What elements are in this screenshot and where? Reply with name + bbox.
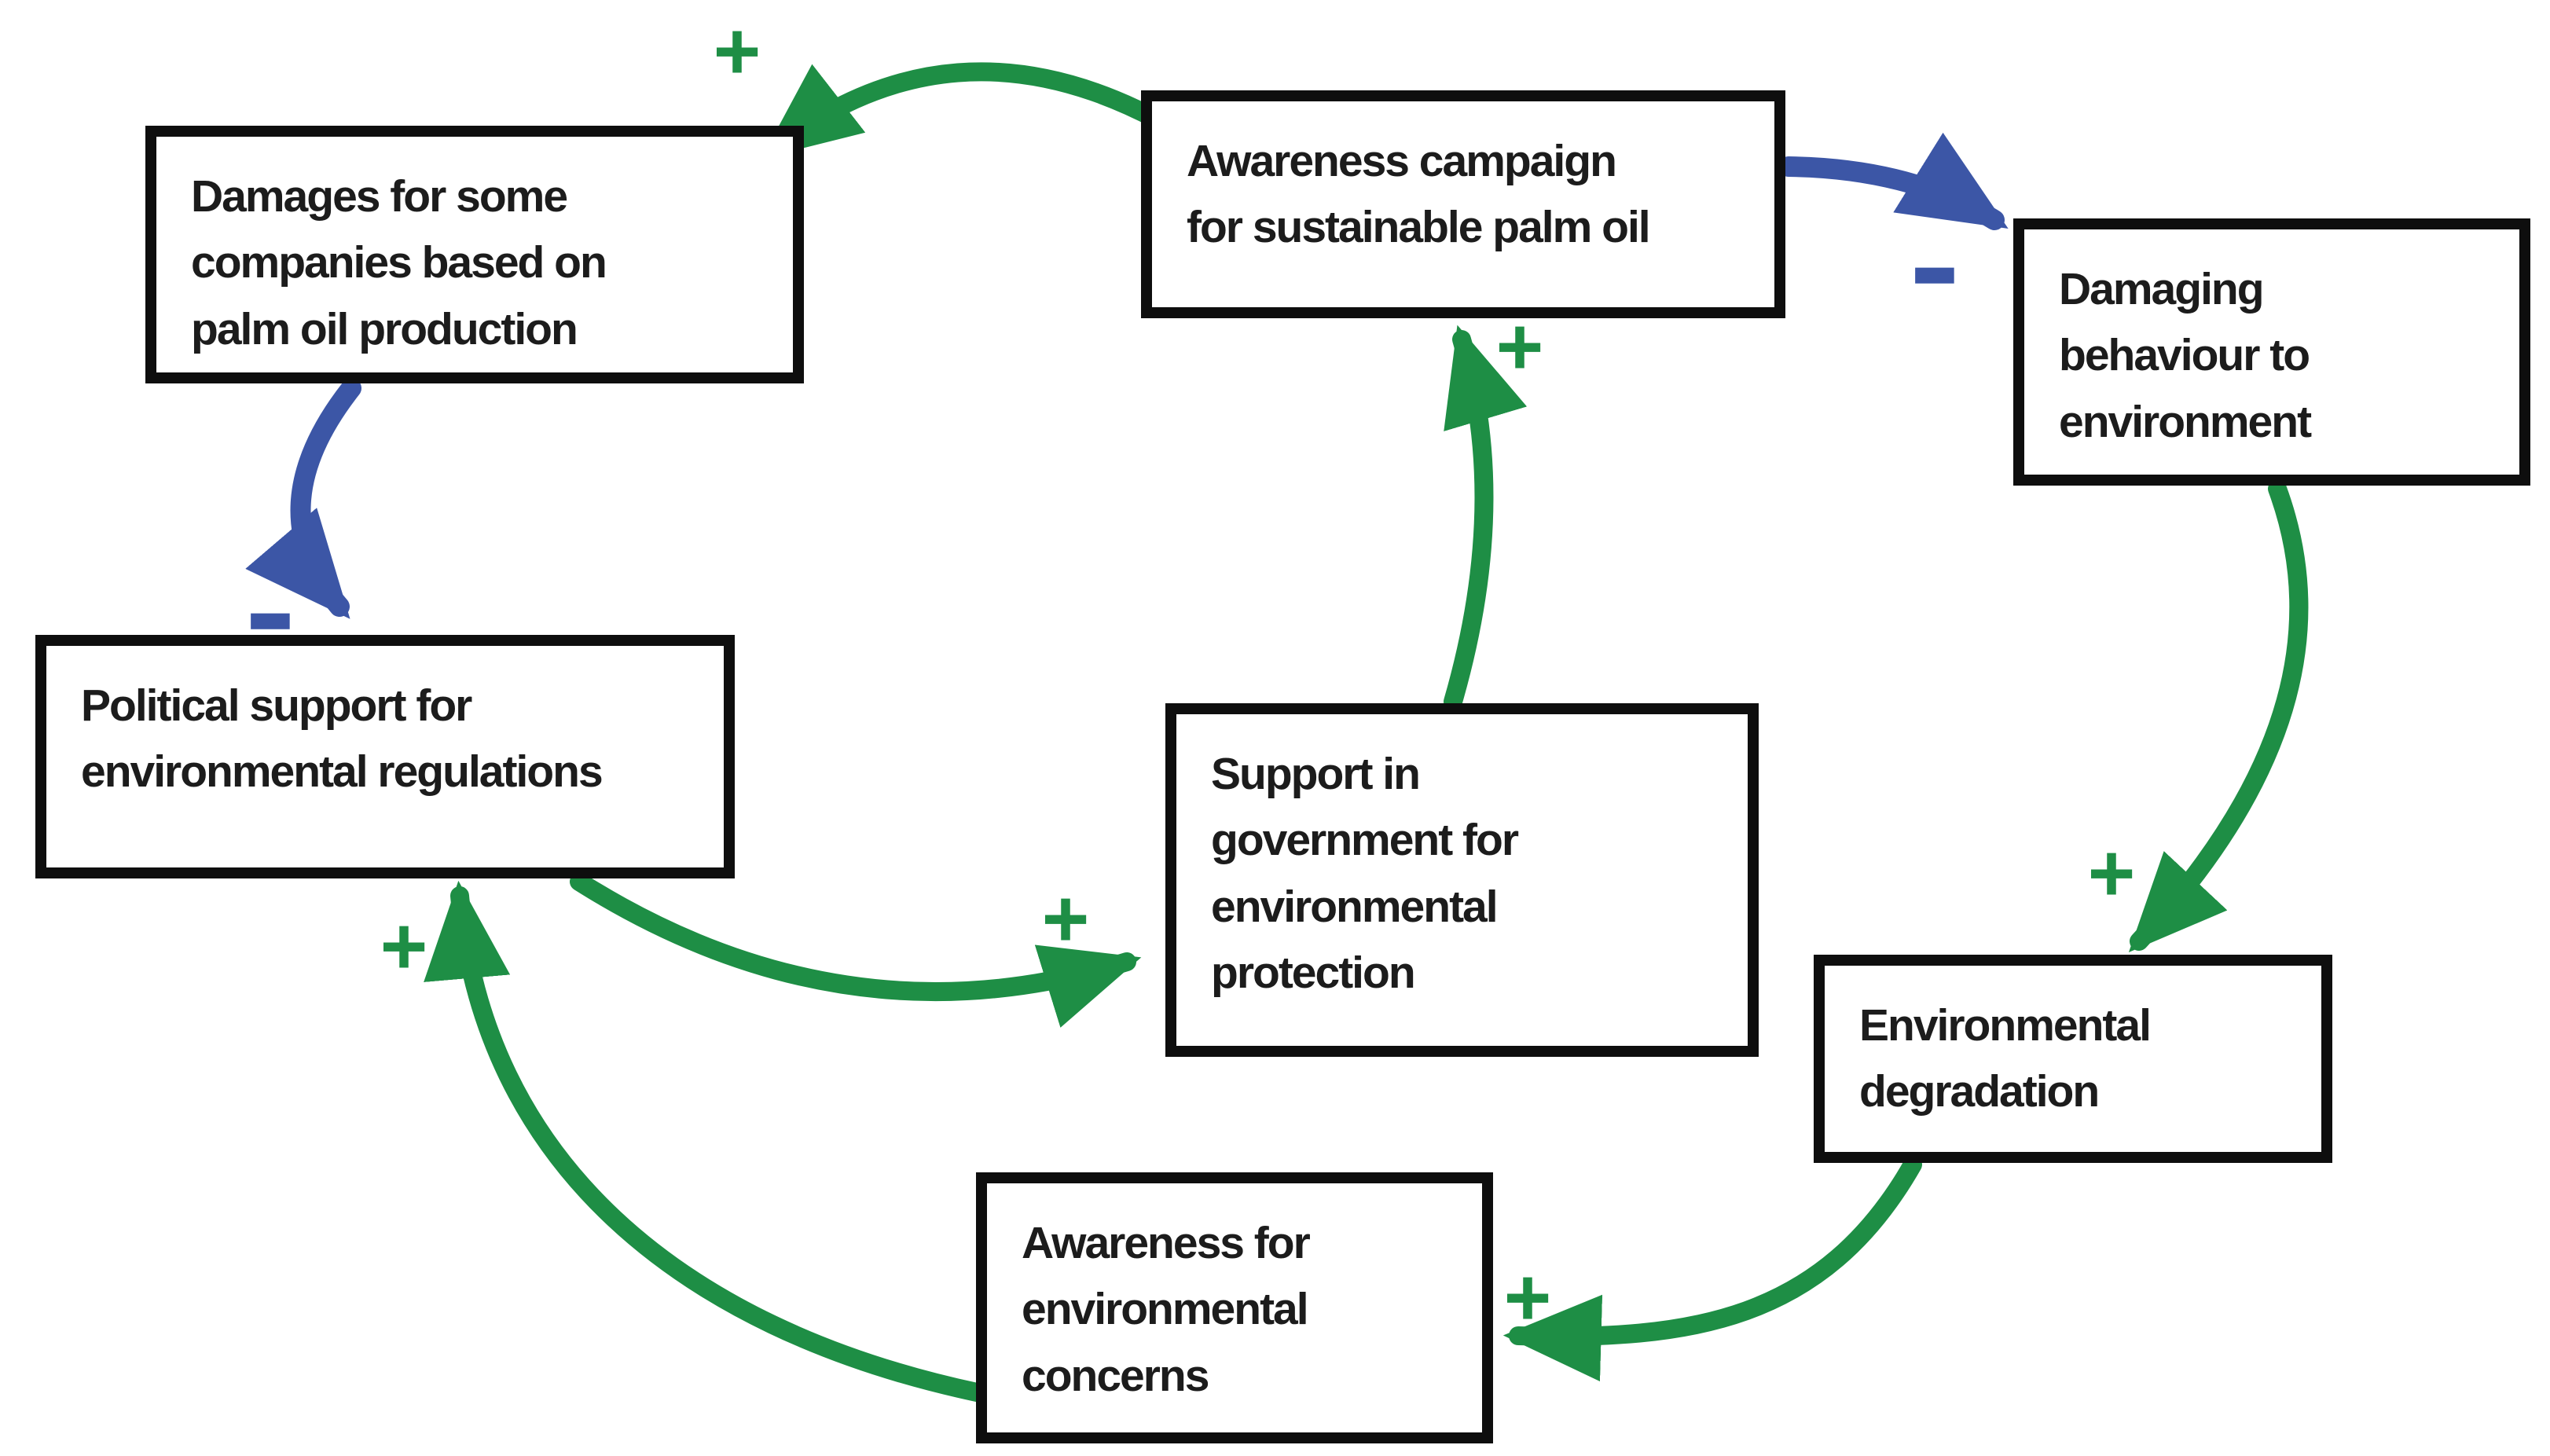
edge-environmental-degradation-to-awareness-concerns [1502,1155,1922,1382]
edge-awareness-concerns-to-political-support [424,880,986,1402]
edge-political-support-to-government-support [570,872,1142,1028]
node-label: Damages for some companies based on palm… [191,171,607,354]
node-awareness-concerns: Awareness for environmental concerns [976,1172,1493,1443]
edge-government-support-to-awareness-campaign [1444,325,1528,711]
node-damaging-behaviour: Damaging behaviour to environment [2013,218,2530,486]
node-label: Damaging behaviour to environment [2059,264,2312,447]
edge-awareness-campaign-to-damages-companies [761,62,1166,159]
node-environmental-degradation: Environmental degradation [1814,955,2332,1163]
node-political-support: Political support for environmental regu… [35,635,735,878]
node-label: Political support for environmental regu… [81,680,604,798]
node-damages-for-some-companies: Damages for some companies based on palm… [145,126,804,383]
edge-damages-companies-to-political-support [245,378,361,619]
node-awareness-campaign: Awareness campaign for sustainable palm … [1141,90,1785,318]
node-government-support: Support in government for environmental … [1165,703,1759,1057]
edge-damaging-behaviour-to-environmental-degradation [2128,479,2309,953]
node-label: Awareness campaign for sustainable palm … [1187,136,1651,253]
edge-awareness-campaign-to-damaging-behaviour [1778,132,2009,230]
node-label: Awareness for environmental concerns [1022,1218,1311,1401]
node-label: Support in government for environmental … [1211,749,1519,999]
node-label: Environmental degradation [1859,1000,2152,1117]
